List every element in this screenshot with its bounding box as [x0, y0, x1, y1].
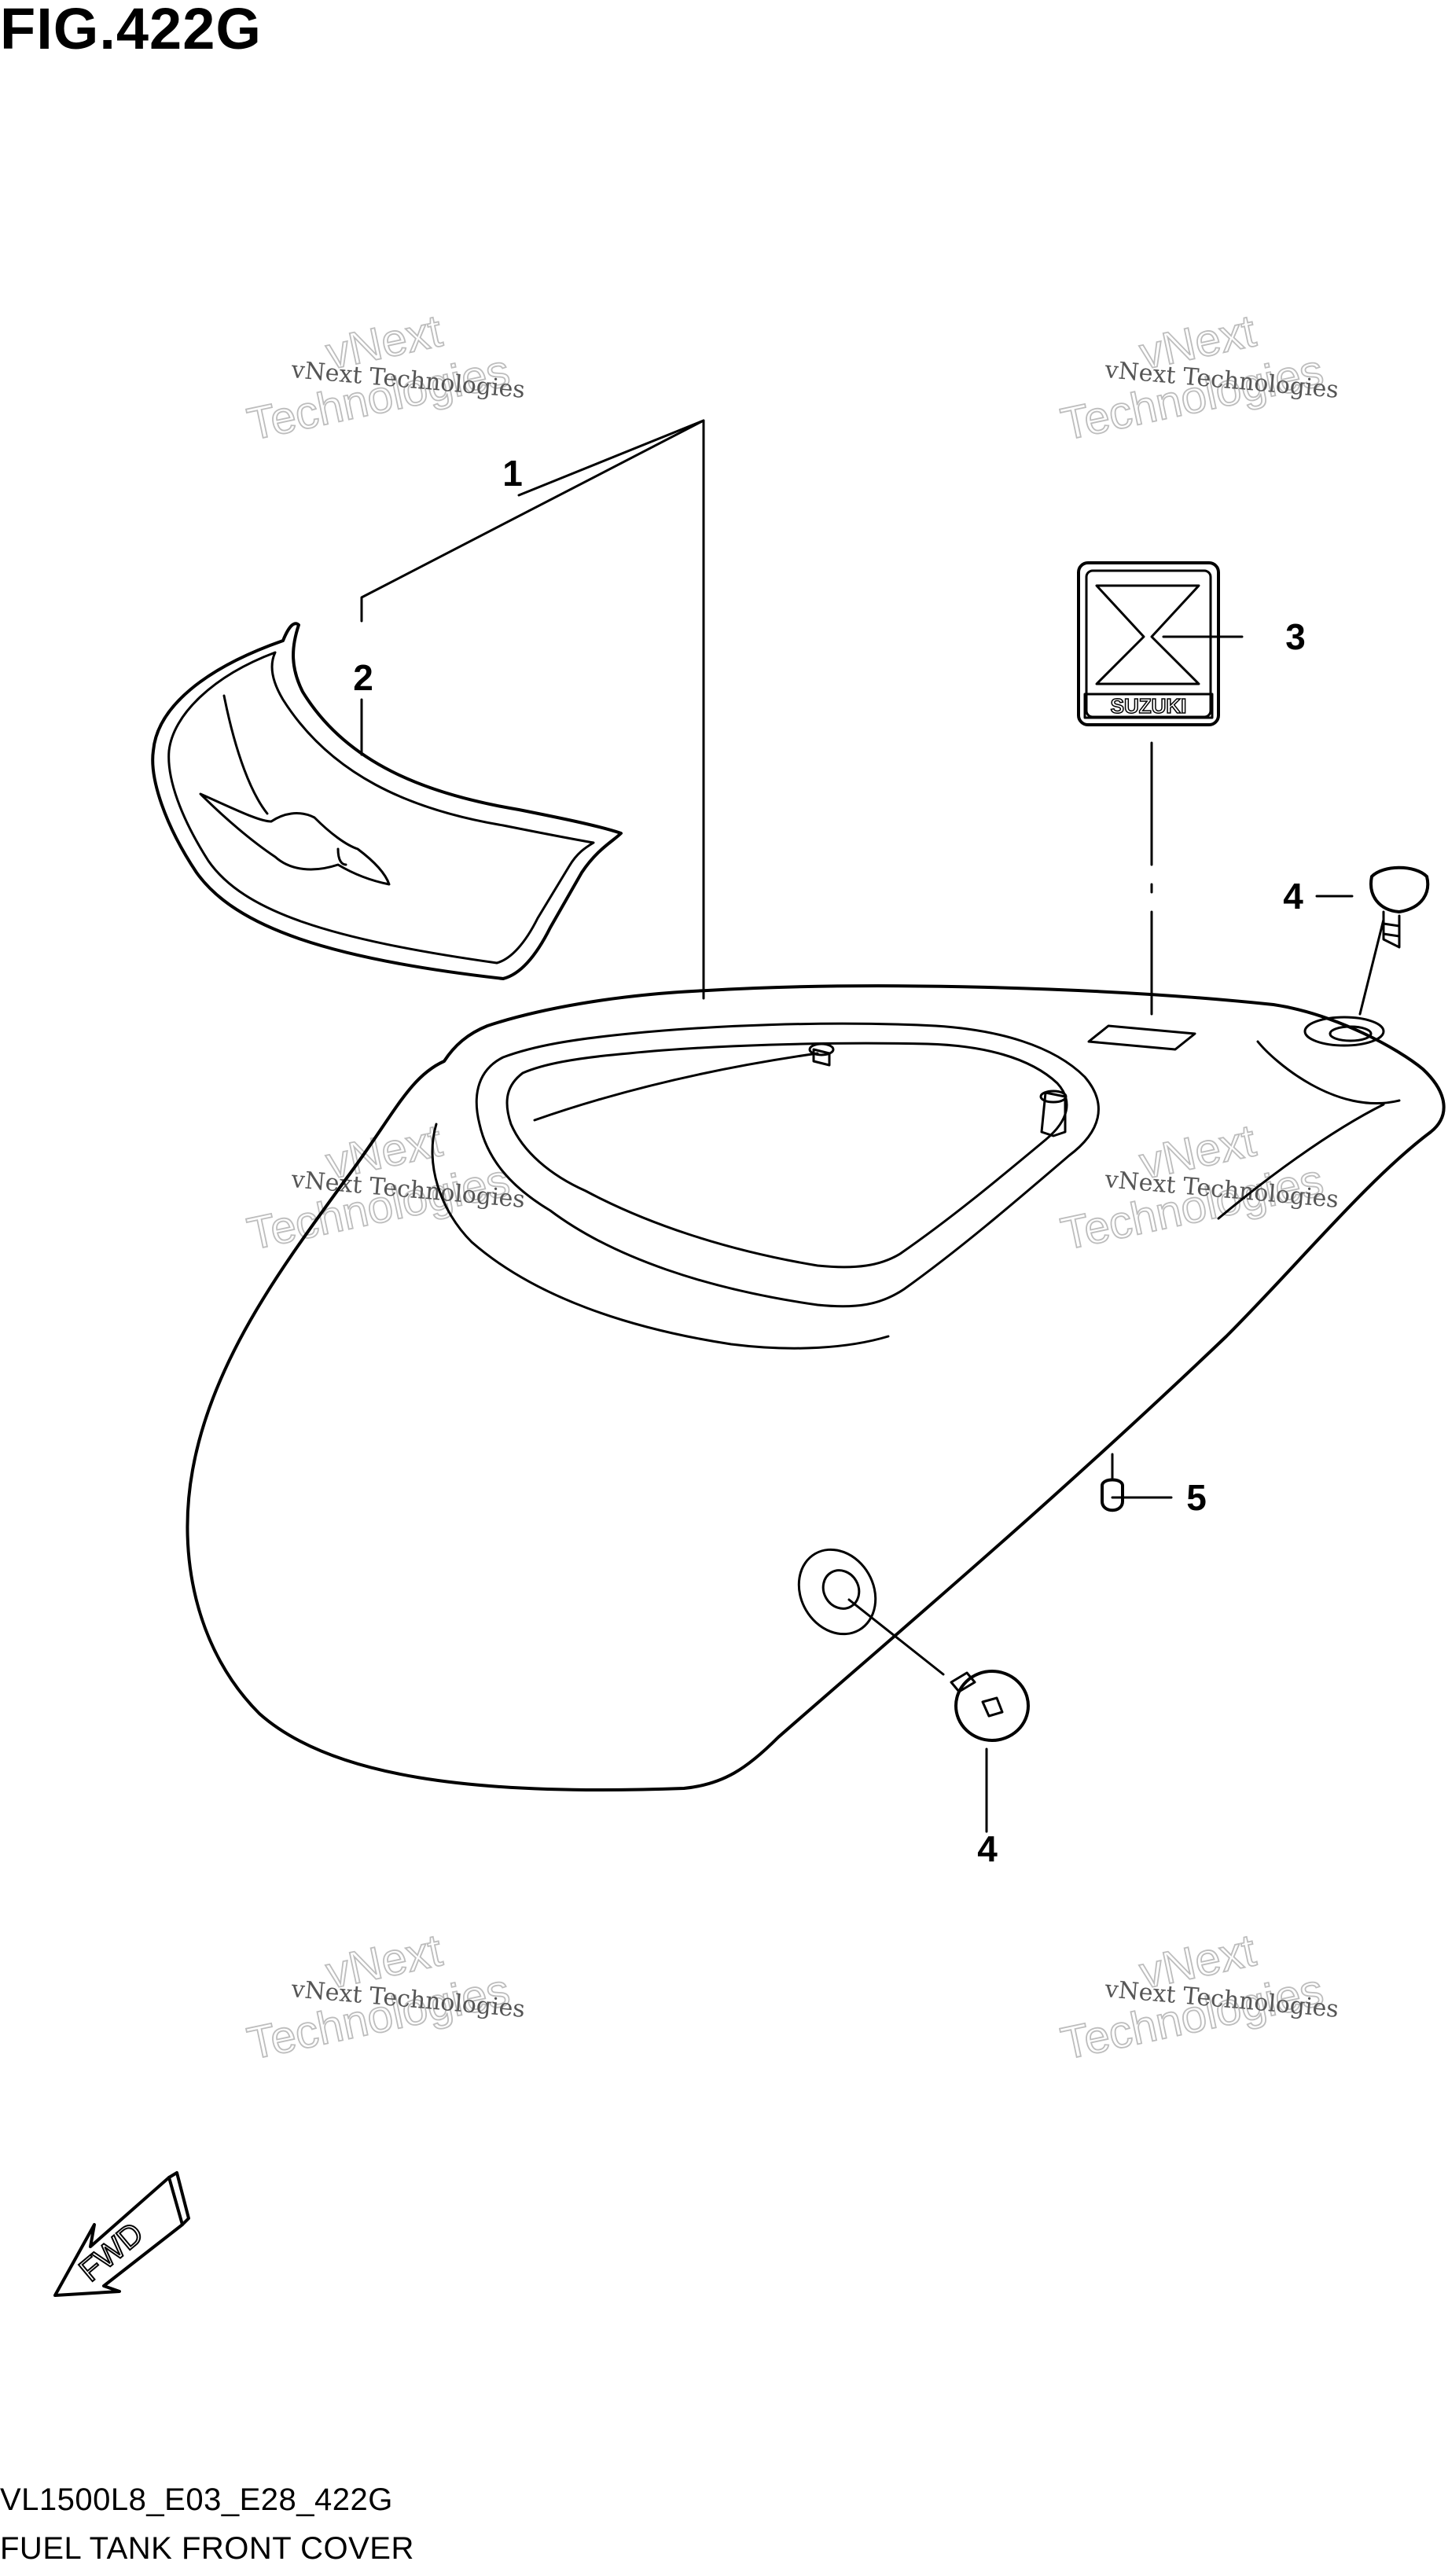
- part-4-bolt-lower: [950, 1670, 1030, 1742]
- callout-1: 1: [502, 453, 523, 494]
- part-1-front-cover: [186, 984, 1446, 1792]
- watermark-mid-right: vNext Technologies vNext Technologies: [1056, 1114, 1340, 1260]
- watermark-top-left: vNext Technologies vNext Technologies: [242, 304, 526, 450]
- part-4-bolt-upper: [1369, 865, 1430, 949]
- part-2-front-trim: [151, 622, 623, 980]
- watermark-top-right: vNext Technologies vNext Technologies: [1056, 304, 1340, 450]
- leader-lines: [360, 419, 1385, 1833]
- model-code: VL1500L8_E03_E28_422G: [0, 2482, 393, 2517]
- callout-3: 3: [1285, 616, 1306, 657]
- emblem-label: SUZUKI: [1111, 694, 1187, 718]
- figure-title: FIG.422G: [0, 0, 262, 61]
- part-5-clip: [1101, 1478, 1124, 1512]
- part-3-suzuki-emblem: SUZUKI: [1077, 561, 1220, 726]
- callout-4-lower: 4: [977, 1828, 998, 1869]
- callout-4-upper: 4: [1283, 876, 1303, 917]
- watermark-bottom-left: vNext Technologies vNext Technologies: [242, 1924, 526, 2070]
- callout-5: 5: [1186, 1477, 1207, 1518]
- watermark-bottom-right: vNext Technologies vNext Technologies: [1056, 1924, 1340, 2070]
- section-title: FUEL TANK FRONT COVER: [0, 2531, 414, 2566]
- callout-2: 2: [353, 657, 373, 698]
- fwd-arrow-icon: FWD: [53, 2171, 190, 2297]
